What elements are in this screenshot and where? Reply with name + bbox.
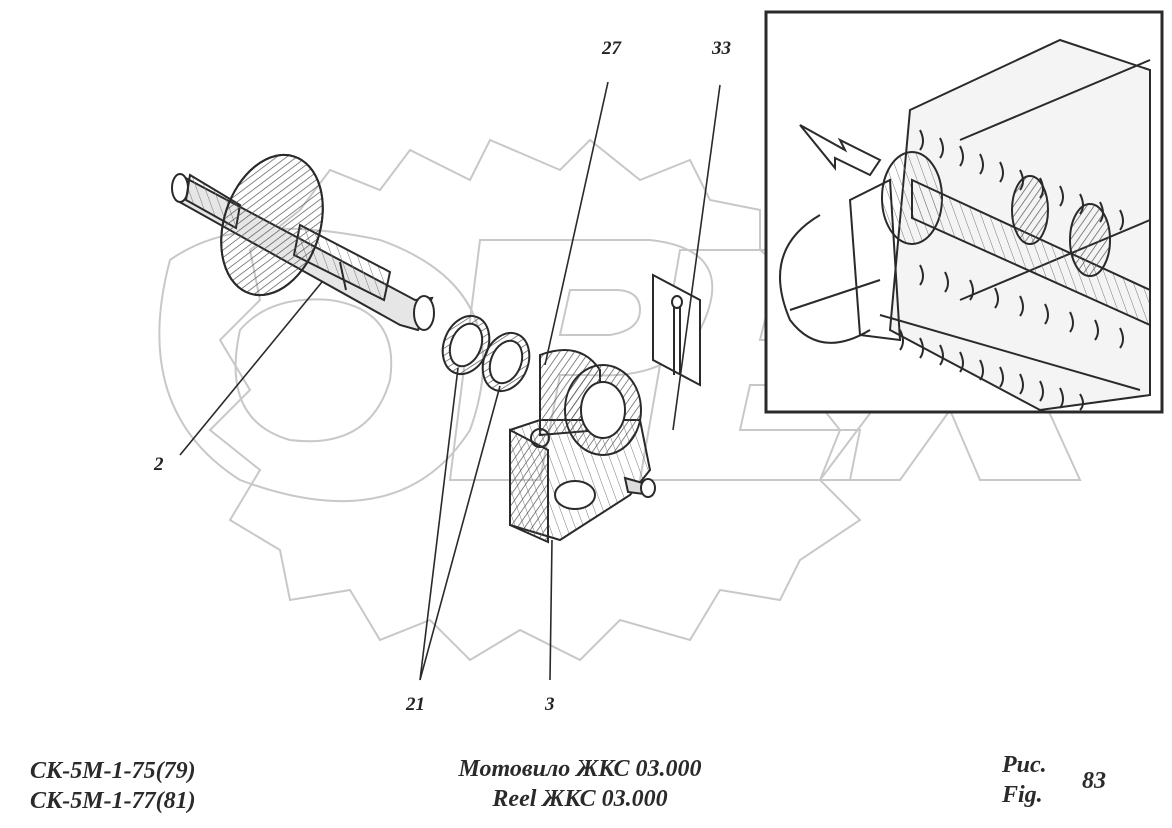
model-line-1: СК-5М-1-75(79) [30,758,196,784]
inset-arrow [799,124,882,177]
inset-view [764,10,1164,414]
fig-label-ru: Рис. [1002,752,1047,778]
leader-2 [179,281,323,456]
callout-27: 27 [602,38,621,59]
fig-label-en: Fig. [1002,782,1043,808]
watermark-gear [208,138,862,662]
leader-3 [549,539,553,681]
model-numbers: СК-5М-1-75(79) СК-5М-1-77(81) [30,756,196,816]
title-en: Reel ЖКС 03.000 [492,786,668,812]
callout-21: 21 [406,694,425,715]
leader-27 [544,81,609,366]
figure-label: Рис. Fig. [1002,750,1047,810]
figure-number: 83 [1082,768,1106,794]
housing-part-3 [509,349,656,544]
callout-3: 3 [545,694,555,715]
figure-title: Мотовило ЖКС 03.000 Reel ЖКС 03.000 [380,754,780,814]
leader-21a [419,367,459,681]
shaft-part-2 [171,153,435,332]
model-line-2: СК-5М-1-77(81) [30,788,196,814]
inset-tines [899,129,1124,411]
title-ru: Мотовило ЖКС 03.000 [458,756,702,782]
leader-33 [672,84,721,431]
cotter-pin-part-33 [652,273,701,387]
rings-part-21 [441,314,531,393]
callout-2: 2 [154,454,164,475]
leader-lines [179,81,721,681]
leader-21b [419,385,501,681]
callout-33: 33 [712,38,731,59]
